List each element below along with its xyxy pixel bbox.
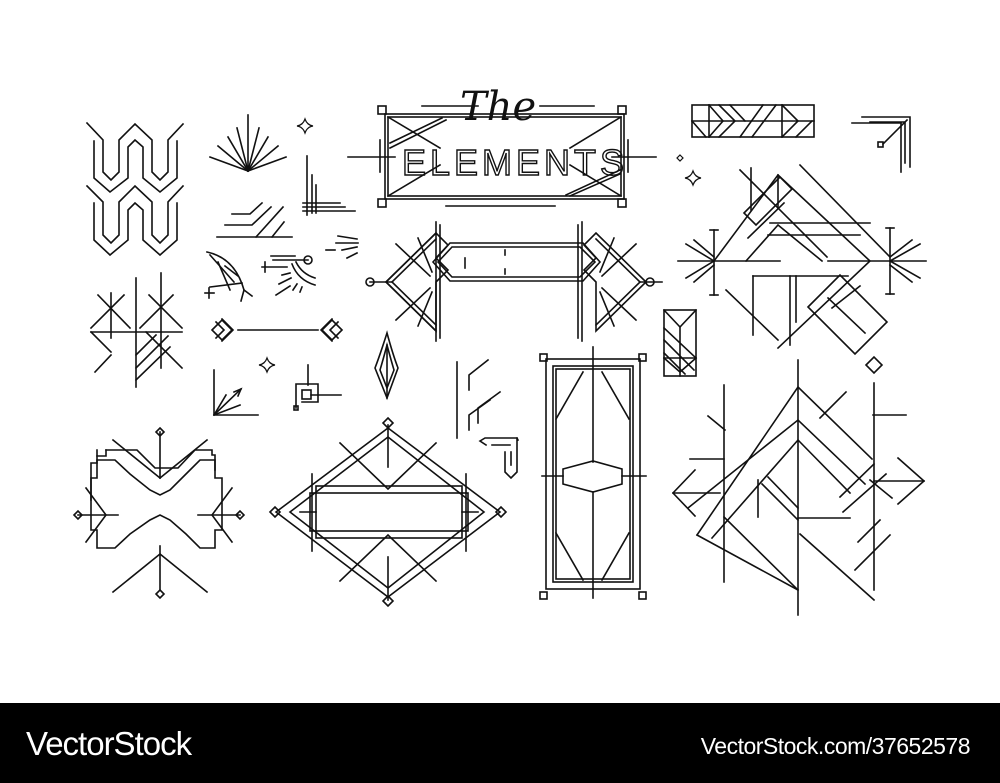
watermark-footer: VectorStock VectorStock.com/37652578 — [0, 703, 1000, 783]
diamond-ended-banner-frame — [365, 221, 663, 342]
zigzag-w-pattern-icon — [85, 121, 185, 257]
tall-vertical-frame — [539, 346, 647, 600]
title-script-the: The — [460, 84, 536, 130]
corner-arrow-ornament-icon — [478, 437, 520, 480]
diamond-horizontal-frame — [268, 416, 508, 608]
short-rays-ornament-icon — [325, 235, 359, 260]
sunburst-fan-icon — [208, 114, 288, 173]
layered-mountain-ornament — [671, 355, 926, 616]
leaf-feather-ornament-icon — [374, 330, 399, 401]
corner-lines-ornament-icon — [302, 155, 356, 216]
cross-x-pattern-icon — [89, 272, 184, 388]
double-arrow-divider-icon — [210, 317, 344, 343]
sparkle-star-icon — [258, 117, 702, 374]
title-frame: The ELEMENTS — [347, 84, 657, 208]
quarter-arc-ornament-icon — [204, 251, 254, 302]
chevron-stripes-ornament-icon — [456, 358, 502, 439]
square-spiral-ornament-icon — [293, 364, 342, 411]
corner-bracket-ornament-icon — [851, 116, 911, 173]
sunrise-burst-ornament-icon — [261, 255, 317, 297]
vectorstock-brand-logo: VectorStock — [26, 725, 192, 762]
diagonal-stripes-ornament-icon — [216, 201, 293, 239]
patterned-bar-ornament-icon — [690, 103, 815, 139]
large-geometric-diamond-ornament — [677, 163, 927, 356]
artwork-canvas: The ELEMENTS — [72, 84, 927, 616]
vertical-patterned-strip-icon — [662, 308, 698, 377]
cross-shaped-frame — [72, 426, 246, 600]
art-deco-elements-illustration: The ELEMENTS — [72, 84, 927, 616]
vectorstock-image-reference: VectorStock.com/37652578 — [700, 733, 971, 759]
angle-ray-ornament-icon — [212, 369, 259, 417]
title-elements: ELEMENTS — [402, 142, 628, 183]
